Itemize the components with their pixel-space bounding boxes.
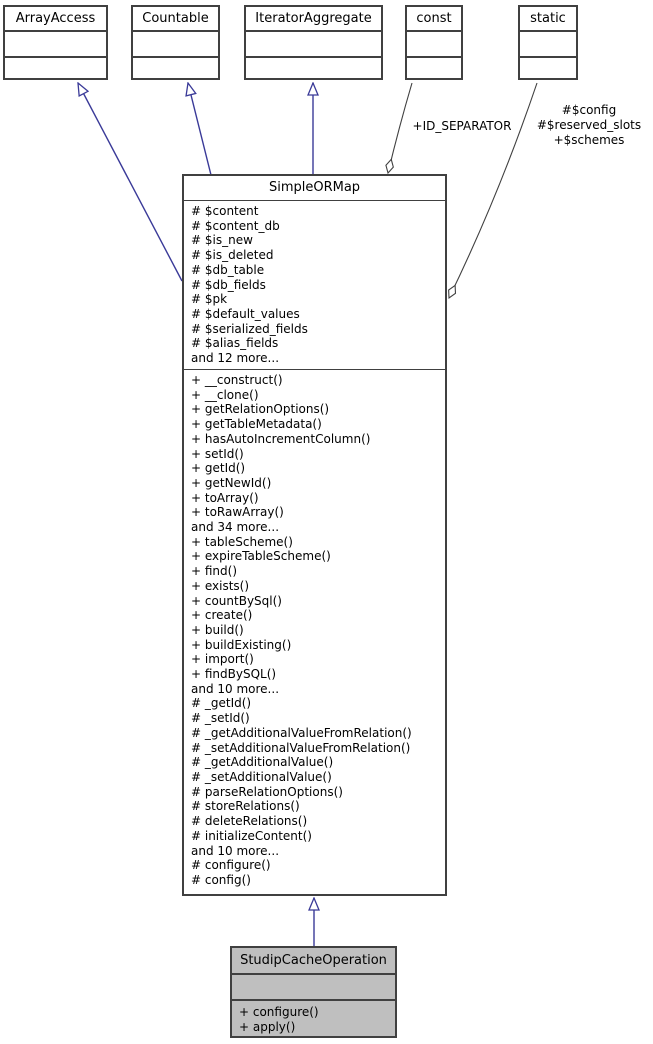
method-line: + expireTableScheme() [191,549,331,564]
attributes-compartment [232,975,395,1001]
aggregation-label-line: #$config [561,103,617,117]
method-line: + __clone() [191,387,259,402]
method-line: + tableScheme() [191,534,293,549]
attribute-line: # $content [191,204,259,218]
class-box-arrayaccess[interactable]: ArrayAccess [3,5,108,80]
method-line: + setId() [191,446,244,461]
method-line: + configure() [239,1005,319,1019]
aggregation-edge-static [449,82,538,298]
method-line: + __construct() [191,373,283,387]
method-line: # configure() [191,858,271,873]
aggregation-label-static: #$config #$reserved_slots +$schemes [528,103,650,148]
method-line: + findBySQL() [191,667,277,682]
attribute-line: # $serialized_fields [191,321,308,336]
aggregation-label-line: #$reserved_slots [536,118,642,132]
method-line: + toRawArray() [191,505,284,520]
attribute-line: # $content_db [191,218,280,233]
method-line: + build() [191,622,244,637]
method-line: # deleteRelations() [191,814,308,829]
method-line: + countBySql() [191,593,282,608]
method-line: + getId() [191,461,246,476]
methods-compartment: + __construct()+ __clone()+ getRelationO… [184,370,445,894]
class-box-countable[interactable]: Countable [131,5,220,80]
method-line: + apply() [239,1019,296,1034]
method-line: + getTableMetadata() [191,417,322,432]
attribute-line: # $is_deleted [191,248,274,263]
class-name: ArrayAccess [5,7,106,32]
method-line: and 34 more... [191,520,280,535]
attribute-line: # $db_table [191,262,265,277]
attributes-compartment [5,32,106,58]
method-line: + exists() [191,578,250,593]
class-box-const[interactable]: const [405,5,463,80]
method-line: + import() [191,652,254,667]
method-line: + toArray() [191,490,259,505]
method-line: # storeRelations() [191,799,300,814]
attribute-line: # $pk [191,292,228,307]
attribute-line: # $is_new [191,233,253,248]
attributes-compartment [246,32,381,58]
aggregation-label-line: +$schemes [553,133,625,147]
method-line: + getNewId() [191,475,272,490]
method-line: # _getAdditionalValueFromRelation() [191,725,412,740]
class-name: IteratorAggregate [246,7,381,32]
class-box-static[interactable]: static [518,5,578,80]
class-box-iteratoraggregate[interactable]: IteratorAggregate [244,5,383,80]
method-line: # _getAdditionalValue() [191,755,334,770]
methods-compartment: + configure()+ apply() [232,1001,395,1036]
method-line: # _setId() [191,711,250,726]
method-line: + buildExisting() [191,637,292,652]
attribute-line: # $default_values [191,306,300,321]
method-line: # parseRelationOptions() [191,784,343,799]
method-line: + hasAutoIncrementColumn() [191,431,371,446]
class-name: static [520,7,576,32]
method-line: # initializeContent() [191,828,312,843]
method-line: and 10 more... [191,681,280,696]
method-line: + find() [191,564,238,579]
methods-compartment [246,58,381,78]
class-name: const [407,7,461,32]
inheritance-edge-countable [188,83,212,176]
attribute-line: # $db_fields [191,277,266,292]
method-line: and 10 more... [191,843,280,858]
method-line: + getRelationOptions() [191,402,330,417]
methods-compartment [5,58,106,78]
inheritance-edge-arrayaccess [78,83,183,282]
method-line: # config() [191,872,251,887]
methods-compartment [407,58,461,78]
attributes-compartment [407,32,461,58]
attribute-line: # $alias_fields [191,336,279,351]
attributes-compartment: # $content# $content_db# $is_new# $is_de… [184,201,445,370]
method-line: + create() [191,608,253,623]
attributes-compartment [133,32,218,58]
method-line: # _setAdditionalValue() [191,769,332,784]
class-name: SimpleORMap [184,176,445,201]
class-name: StudipCacheOperation [232,948,395,975]
attributes-compartment [520,32,576,58]
methods-compartment [133,58,218,78]
methods-compartment [520,58,576,78]
method-line: # _getId() [191,696,252,711]
class-box-studipcacheoperation[interactable]: StudipCacheOperation + configure()+ appl… [230,946,397,1038]
method-line: # _setAdditionalValueFromRelation() [191,740,411,755]
aggregation-label-const: +ID_SEPARATOR [412,119,512,133]
attribute-line: and 12 more... [191,351,280,366]
class-box-simpleormap[interactable]: SimpleORMap # $content# $content_db# $is… [182,174,447,896]
class-name: Countable [133,7,218,32]
